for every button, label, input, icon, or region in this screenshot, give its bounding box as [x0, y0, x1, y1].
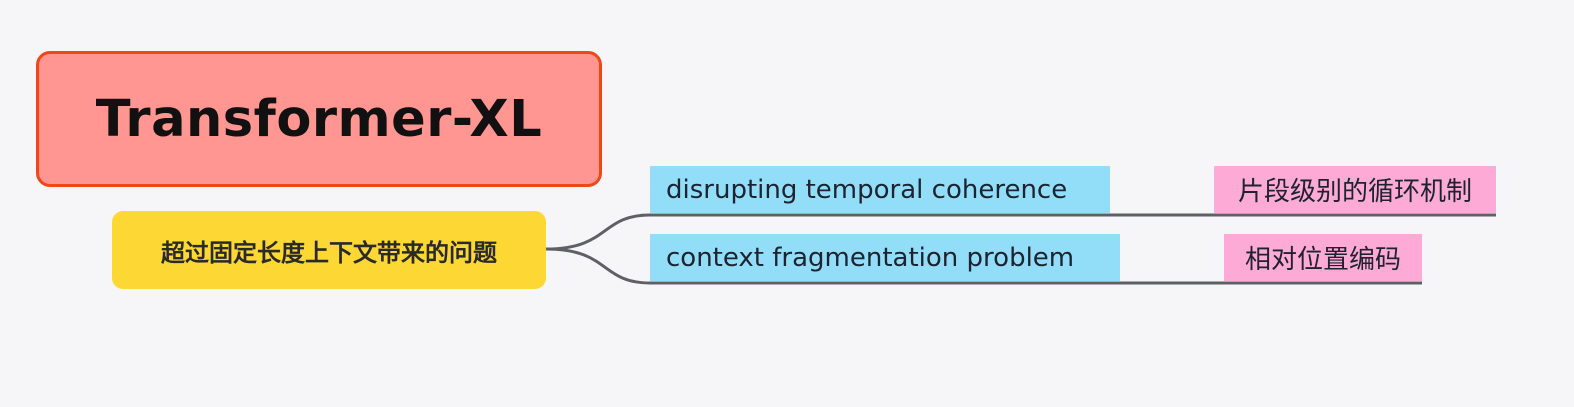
solution-topic-label: 片段级别的循环机制 — [1237, 177, 1472, 207]
issue-topic-label: context fragmentation problem — [666, 242, 1075, 273]
root-topic[interactable]: Transformer-XL — [36, 51, 602, 187]
issue-topic-label: disrupting temporal coherence — [666, 174, 1068, 205]
connector-problem-to-issue-1 — [545, 213, 651, 251]
solution-topic-relative-position[interactable]: 相对位置编码 — [1224, 234, 1422, 281]
solution-topic-label: 相对位置编码 — [1244, 245, 1401, 275]
problem-topic[interactable]: 超过固定长度上下文带来的问题 — [112, 211, 546, 289]
problem-topic-label: 超过固定长度上下文带来的问题 — [161, 238, 497, 267]
issue-topic-context-fragmentation[interactable]: context fragmentation problem — [650, 234, 1120, 281]
solution-topic-segment-recurrence[interactable]: 片段级别的循环机制 — [1214, 166, 1496, 213]
issue-topic-temporal-coherence[interactable]: disrupting temporal coherence — [650, 166, 1110, 213]
connector-problem-to-issue-2 — [545, 247, 651, 285]
root-topic-label: Transformer-XL — [95, 89, 543, 149]
